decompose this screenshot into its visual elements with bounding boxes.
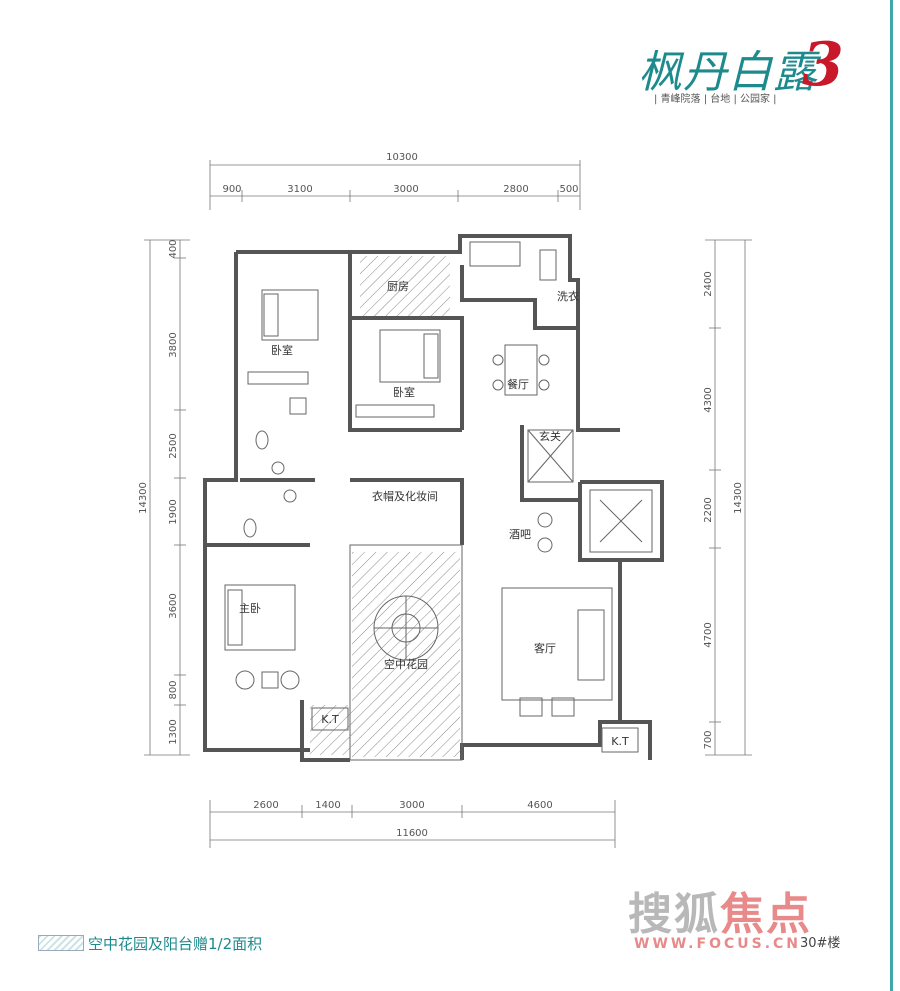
kt-box-1 xyxy=(311,707,349,731)
elevator-shaft xyxy=(589,489,653,553)
dim-left-seg: 2500 xyxy=(168,433,179,458)
wardrobes xyxy=(247,371,435,418)
dim-bottom-seg: 3000 xyxy=(399,800,424,811)
dim-left-seg: 1900 xyxy=(168,499,179,524)
bar-stools xyxy=(537,512,553,553)
kitchen-counter xyxy=(469,241,557,281)
room-label-master: 主卧 xyxy=(239,602,261,615)
dim-bottom-seg: 2600 xyxy=(253,800,278,811)
dim-top-seg: 3100 xyxy=(287,184,312,195)
room-label-wardrobe: 衣帽及化妆间 xyxy=(372,489,438,503)
bed-master xyxy=(224,584,296,651)
dim-bottom-total: 11600 xyxy=(396,828,428,839)
entry-closet xyxy=(527,429,574,483)
dim-top-seg: 2800 xyxy=(503,184,528,195)
living-sofa-set xyxy=(501,587,613,717)
room-label-bedroom1: 卧室 xyxy=(271,343,293,357)
dim-left-seg: 3600 xyxy=(168,593,179,618)
room-label-garden: 空中花园 xyxy=(384,657,428,671)
dim-left-seg: 800 xyxy=(168,680,179,699)
dim-bottom-seg: 1400 xyxy=(315,800,340,811)
watermark: 搜狐焦点 WWW.FOCUS.CN xyxy=(628,860,868,960)
dim-bottom-seg: 4600 xyxy=(527,800,552,811)
side-accent-rule xyxy=(890,0,900,991)
bed-bedroom2 xyxy=(379,329,441,383)
room-label-entry: 玄关 xyxy=(539,429,561,443)
bathroom-fixtures xyxy=(243,397,307,538)
room-label-kt1: K.T xyxy=(321,713,339,726)
dim-top-total: 10300 xyxy=(386,152,418,163)
dim-top-seg: 500 xyxy=(559,184,578,195)
dim-right-seg: 4700 xyxy=(703,622,714,647)
dimension-left: 14300 400 3800 2500 1900 3600 800 1300 xyxy=(138,239,190,756)
dim-left-seg: 3800 xyxy=(168,332,179,357)
dim-right-seg: 2200 xyxy=(703,497,714,522)
balcony-hatched xyxy=(360,256,450,316)
dim-top-seg: 3000 xyxy=(393,184,418,195)
room-label-bar: 酒吧 xyxy=(509,528,531,541)
brand-title: 枫丹白露 xyxy=(638,47,818,98)
dimension-top: 10300 900 3100 3000 2800 500 xyxy=(209,152,581,210)
dim-left-seg: 400 xyxy=(168,239,179,258)
dim-left-total: 14300 xyxy=(138,482,149,514)
watermark-name: 搜狐 xyxy=(628,889,720,940)
dim-top-seg: 900 xyxy=(222,184,241,195)
brand-logo: 枫丹白露 3 | 青峰院落 | 台地 | 公园家 | xyxy=(632,28,862,118)
room-label-kitchen: 厨房 xyxy=(387,280,409,293)
kt-box-2 xyxy=(601,727,639,753)
dim-right-seg: 4300 xyxy=(703,387,714,412)
dim-right-seg: 700 xyxy=(703,730,714,749)
dimension-right: 2400 4300 2200 4700 700 14300 xyxy=(703,239,752,756)
legend-text: 空中花园及阳台赠1/2面积 xyxy=(88,935,263,953)
walls xyxy=(203,234,664,762)
master-chairs xyxy=(235,670,300,690)
dim-left-seg: 1300 xyxy=(168,719,179,744)
dim-right-total: 14300 xyxy=(733,482,744,514)
room-label-bedroom2: 卧室 xyxy=(393,385,415,399)
garden-table xyxy=(373,595,439,661)
room-label-dining: 餐厅 xyxy=(507,377,529,391)
bed-bedroom1 xyxy=(261,289,319,341)
building-number: 30#楼 xyxy=(800,936,841,951)
room-label-kt2: K.T xyxy=(611,735,629,748)
dining-table xyxy=(492,344,550,396)
dim-right-seg: 2400 xyxy=(703,271,714,296)
legend-hatch-swatch xyxy=(38,935,84,951)
brand-number: 3 xyxy=(802,30,844,100)
watermark-url: WWW.FOCUS.CN xyxy=(634,936,802,952)
dimension-bottom: 2600 1400 3000 4600 11600 xyxy=(209,800,616,848)
room-label-living: 客厅 xyxy=(534,641,556,655)
brand-slogan: | 青峰院落 | 台地 | 公园家 | xyxy=(654,94,777,105)
room-label-laundry: 洗衣 xyxy=(557,289,579,303)
watermark-name-red: 焦点 xyxy=(720,889,812,940)
